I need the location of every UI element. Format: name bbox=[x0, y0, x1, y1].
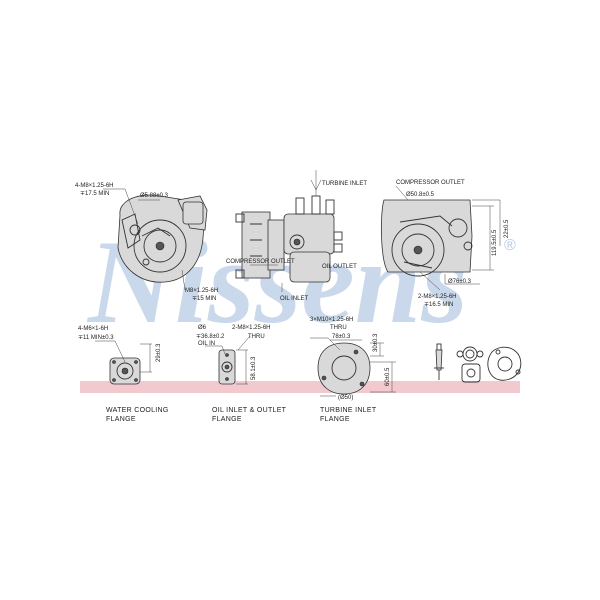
caption-turbine-flange-line2: FLANGE bbox=[320, 416, 350, 423]
label-wc-flange-thread: 4-M8×1.25-6H bbox=[75, 183, 114, 189]
accessory-pin bbox=[434, 343, 444, 380]
water-cooling-flange-drawing bbox=[95, 340, 152, 385]
label-tif-dim3: 60±0.5 bbox=[385, 367, 391, 386]
label-oil-in-tag: OIL IN bbox=[198, 341, 215, 347]
label-wc-flange-depth: ∓17.5 MIN bbox=[80, 191, 109, 197]
label-wcf-dim: 29±0.3 bbox=[156, 343, 162, 362]
label-comp-dim-side: 22±0.5 bbox=[504, 219, 510, 238]
label-comp-outlet-tag: COMPRESSOR OUTLET bbox=[396, 180, 465, 186]
label-wcf-depth: ∓11 MIN±0.3 bbox=[78, 335, 114, 341]
label-comp-outer-dia: Ø76±0.3 bbox=[448, 279, 472, 285]
label-oil-thread-2: 2-M8×1.25-6H bbox=[232, 325, 271, 331]
label-comp-dia: Ø50.8±0.5 bbox=[406, 192, 435, 198]
caption-water-cooling-line2: FLANGE bbox=[106, 416, 136, 423]
label-oil-thru: THRU bbox=[248, 334, 265, 340]
label-comp-flange-thread: 2-M8×1.25-6H bbox=[418, 294, 457, 300]
turbine-inlet-flange-drawing bbox=[310, 337, 396, 397]
accessory-gasket-large bbox=[487, 346, 522, 381]
label-wc-flange-dia: Ø5.88±0.3 bbox=[140, 193, 169, 199]
label-tif-thread: 3×M10×1.25-6H bbox=[310, 317, 353, 323]
caption-oil-flange-line2: FLANGE bbox=[212, 416, 242, 423]
label-comp-flange-depth: ∓16.5 MIN bbox=[424, 302, 453, 308]
turbo-top-view-center bbox=[235, 170, 343, 292]
label-oil-thread-depth: ∓15 MIN bbox=[192, 296, 216, 302]
caption-turbine-flange-line1: TURBINE INLET bbox=[320, 407, 377, 414]
label-tif-dia: (Ø50) bbox=[338, 395, 353, 401]
label-tif-thru: THRU bbox=[330, 325, 347, 331]
accessory-gasket-square bbox=[461, 363, 481, 383]
label-oil-thread-main: M8×1.25-6H bbox=[185, 288, 218, 294]
oil-flange-drawing bbox=[205, 335, 251, 385]
label-oil-in-small: OIL INLET bbox=[280, 296, 308, 302]
label-comp-outlet-arrow: COMPRESSOR OUTLET bbox=[226, 259, 295, 265]
accessory-gasket-small bbox=[456, 346, 484, 362]
turbo-front-view-right bbox=[380, 185, 501, 291]
label-oil-out-small: OIL OUTLET bbox=[322, 264, 357, 270]
label-inlet-arrow: TURBINE INLET bbox=[322, 181, 367, 187]
turbo-side-view-left bbox=[103, 188, 208, 291]
label-tif-dim1: 78±0.3 bbox=[332, 334, 351, 340]
label-oil-dim: 58.1±0.3 bbox=[251, 356, 257, 380]
pink-band bbox=[80, 381, 520, 393]
label-tif-dim2: 30±0.3 bbox=[373, 333, 379, 352]
label-oil-depth: ∓36.8±0.2 bbox=[196, 334, 225, 340]
caption-oil-flange-line1: OIL INLET & OUTLET bbox=[212, 407, 287, 414]
label-comp-dim-vert: 119.5±0.5 bbox=[492, 229, 498, 256]
caption-water-cooling-line1: WATER COOLING bbox=[106, 407, 169, 414]
registered-mark: ® bbox=[504, 237, 516, 254]
label-wcf-thread: 4-M6×1-6H bbox=[78, 326, 108, 332]
label-oil-dia-6: Ø6 bbox=[198, 325, 207, 331]
